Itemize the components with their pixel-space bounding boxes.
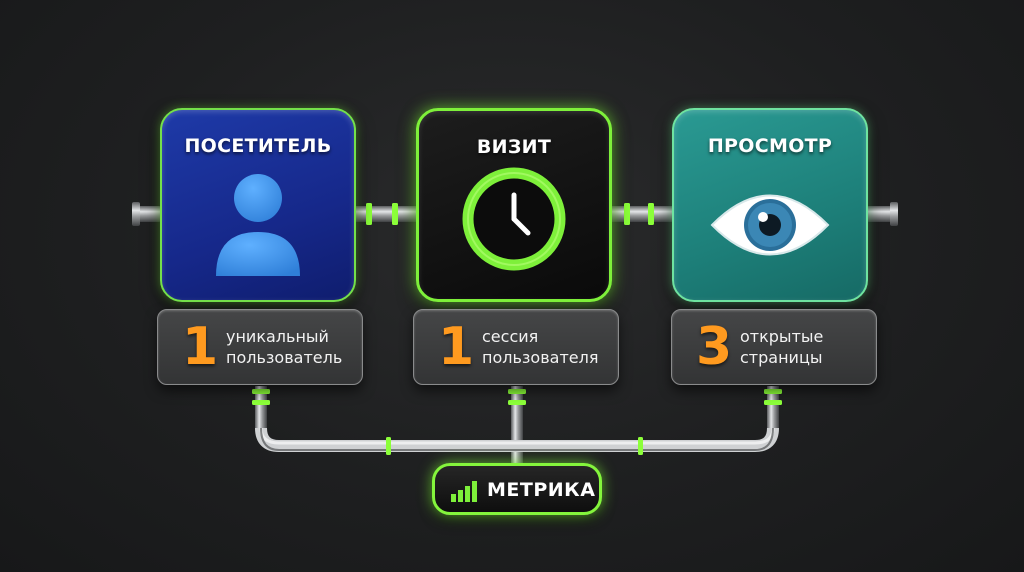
stat-view: 3 открытые страницы	[671, 309, 877, 385]
stat-caption-line2: пользователь	[226, 348, 343, 367]
pipe-couplings-bottom	[252, 389, 782, 455]
clock-icon	[462, 167, 566, 271]
pipe-drop-right	[767, 386, 779, 430]
stat-caption-line1: сессия	[482, 327, 539, 346]
pipe-right-cap	[890, 202, 898, 226]
stat-caption-line2: пользователя	[482, 348, 599, 367]
card-visitor: ПОСЕТИТЕЛЬ	[160, 108, 356, 302]
pipe-left-cap	[132, 202, 140, 226]
stat-caption-view: открытые страницы	[740, 326, 823, 368]
pipe-drop-left	[255, 386, 267, 430]
pipe-visitor-visit	[354, 206, 420, 222]
card-view: ПРОСМОТР	[672, 108, 868, 302]
stat-number-view: 3	[696, 317, 733, 377]
card-visit: ВИЗИТ	[416, 108, 612, 302]
stat-number-visit: 1	[438, 317, 475, 377]
eye-icon	[710, 194, 830, 256]
pipe-visit-view	[610, 206, 676, 222]
bar-chart-icon	[451, 481, 477, 502]
card-title-visit: ВИЗИТ	[476, 136, 552, 158]
metrika-badge: МЕТРИКА	[432, 463, 602, 515]
person-icon	[216, 174, 300, 276]
stat-visit: 1 сессия пользователя	[413, 309, 619, 385]
card-title-view: ПРОСМОТР	[707, 135, 833, 157]
stat-visitor: 1 уникальный пользователь	[157, 309, 363, 385]
stat-caption-line1: открытые	[740, 327, 824, 346]
stat-caption-line1: уникальный	[226, 327, 329, 346]
stat-caption-visit: сессия пользователя	[482, 326, 598, 368]
card-title-visitor: ПОСЕТИТЕЛЬ	[184, 135, 332, 157]
pipe-left-stub	[136, 206, 162, 222]
stat-number-visitor: 1	[182, 317, 219, 377]
metrika-label: МЕТРИКА	[487, 479, 596, 501]
pipe-couplings-top	[366, 203, 654, 225]
pipe-drop-middle	[511, 386, 523, 464]
stat-caption-visitor: уникальный пользователь	[226, 326, 342, 368]
stat-caption-line2: страницы	[740, 348, 823, 367]
pipe-right-stub	[866, 206, 894, 222]
